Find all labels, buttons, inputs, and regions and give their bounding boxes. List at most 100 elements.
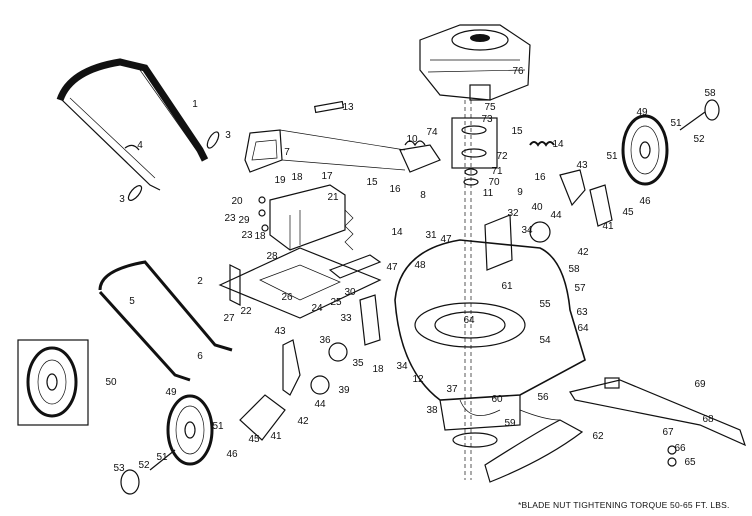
part-label-9: 9 bbox=[517, 187, 523, 198]
part-label-41: 41 bbox=[270, 431, 282, 442]
part-label-58: 58 bbox=[568, 264, 580, 275]
part-label-51: 51 bbox=[156, 452, 168, 463]
part-label-10: 10 bbox=[406, 134, 418, 145]
part-label-23: 23 bbox=[241, 230, 253, 241]
part-label-21: 21 bbox=[327, 192, 339, 203]
part-label-24: 24 bbox=[311, 303, 323, 314]
upper-handle bbox=[56, 58, 209, 191]
part-label-46: 46 bbox=[639, 196, 651, 207]
part-label-50: 50 bbox=[105, 377, 117, 388]
wheel-50 bbox=[17, 339, 89, 426]
part-label-32: 32 bbox=[507, 208, 519, 219]
part-label-43: 43 bbox=[274, 326, 286, 337]
part-label-43: 43 bbox=[576, 160, 588, 171]
part-label-29: 29 bbox=[238, 215, 250, 226]
part-label-38: 38 bbox=[426, 405, 438, 416]
part-label-42: 42 bbox=[577, 247, 589, 258]
part-label-7: 7 bbox=[284, 147, 290, 158]
part-label-59: 59 bbox=[504, 418, 516, 429]
part-label-46: 46 bbox=[226, 449, 238, 460]
part-label-12: 12 bbox=[412, 374, 424, 385]
part-label-49: 49 bbox=[636, 107, 648, 118]
part-label-17: 17 bbox=[321, 171, 333, 182]
part-label-26: 26 bbox=[281, 292, 293, 303]
part-label-58: 58 bbox=[704, 88, 716, 99]
rear-door bbox=[244, 129, 406, 173]
part-label-47: 47 bbox=[386, 262, 398, 273]
part-label-52: 52 bbox=[138, 460, 150, 471]
part-label-71: 71 bbox=[491, 166, 503, 177]
cutting-blade bbox=[569, 377, 746, 467]
part-label-34: 34 bbox=[521, 225, 533, 236]
rear-wheel-right bbox=[621, 99, 720, 186]
part-label-42: 42 bbox=[297, 416, 309, 427]
part-label-53: 53 bbox=[113, 463, 125, 474]
part-label-30: 30 bbox=[344, 287, 356, 298]
part-label-23: 23 bbox=[224, 213, 236, 224]
part-label-28: 28 bbox=[266, 251, 278, 262]
part-label-47: 47 bbox=[440, 234, 452, 245]
part-label-3: 3 bbox=[225, 130, 231, 141]
part-label-18: 18 bbox=[372, 364, 384, 375]
part-label-36: 36 bbox=[319, 335, 331, 346]
engine bbox=[419, 24, 531, 101]
spring-part bbox=[529, 141, 555, 147]
height-adjuster-left bbox=[239, 294, 381, 441]
part-label-51: 51 bbox=[606, 151, 618, 162]
blade-adapter bbox=[484, 409, 584, 483]
part-label-19: 19 bbox=[274, 175, 286, 186]
part-label-14: 14 bbox=[552, 139, 564, 150]
part-label-56: 56 bbox=[537, 392, 549, 403]
bracket-assembly bbox=[258, 184, 346, 251]
part-label-63: 63 bbox=[576, 307, 588, 318]
part-label-69: 69 bbox=[694, 379, 706, 390]
part-label-18: 18 bbox=[291, 172, 303, 183]
part-label-48: 48 bbox=[414, 260, 426, 271]
mower-deck bbox=[394, 239, 586, 448]
part-label-11: 11 bbox=[482, 188, 494, 199]
part-label-37: 37 bbox=[446, 384, 458, 395]
deflector-bracket bbox=[484, 169, 613, 271]
part-label-2: 2 bbox=[197, 276, 203, 287]
hinge-rod bbox=[399, 140, 441, 173]
part-label-64: 64 bbox=[463, 315, 475, 326]
part-label-61: 61 bbox=[501, 281, 513, 292]
part-label-15: 15 bbox=[366, 177, 378, 188]
part-label-44: 44 bbox=[314, 399, 326, 410]
part-label-25: 25 bbox=[330, 297, 342, 308]
part-label-72: 72 bbox=[496, 151, 508, 162]
part-label-16: 16 bbox=[389, 184, 401, 195]
part-label-54: 54 bbox=[539, 335, 551, 346]
part-label-4: 4 bbox=[137, 140, 143, 151]
part-label-52: 52 bbox=[693, 134, 705, 145]
part-label-40: 40 bbox=[531, 202, 543, 213]
part-label-75: 75 bbox=[484, 102, 496, 113]
part-label-31: 31 bbox=[425, 230, 437, 241]
part-label-14: 14 bbox=[391, 227, 403, 238]
part-label-1: 1 bbox=[192, 99, 198, 110]
part-label-15: 15 bbox=[511, 126, 523, 137]
part-label-35: 35 bbox=[352, 358, 364, 369]
part-label-22: 22 bbox=[240, 306, 252, 317]
part-label-51: 51 bbox=[212, 421, 224, 432]
part-label-60: 60 bbox=[491, 394, 503, 405]
part-label-45: 45 bbox=[622, 207, 634, 218]
part-label-34: 34 bbox=[396, 361, 408, 372]
part-label-44: 44 bbox=[550, 210, 562, 221]
part-label-65: 65 bbox=[684, 457, 696, 468]
part-label-73: 73 bbox=[481, 114, 493, 125]
part-label-64: 64 bbox=[577, 323, 589, 334]
part-label-16: 16 bbox=[534, 172, 546, 183]
part-label-27: 27 bbox=[223, 313, 235, 324]
part-label-41: 41 bbox=[602, 221, 614, 232]
part-label-13: 13 bbox=[342, 102, 354, 113]
part-label-49: 49 bbox=[165, 387, 177, 398]
part-13 bbox=[313, 100, 345, 114]
part-label-8: 8 bbox=[420, 190, 426, 201]
part-label-3: 3 bbox=[119, 194, 125, 205]
part-label-62: 62 bbox=[592, 431, 604, 442]
shaft-parts-box bbox=[451, 100, 498, 480]
part-label-74: 74 bbox=[426, 127, 438, 138]
part-label-20: 20 bbox=[231, 196, 243, 207]
